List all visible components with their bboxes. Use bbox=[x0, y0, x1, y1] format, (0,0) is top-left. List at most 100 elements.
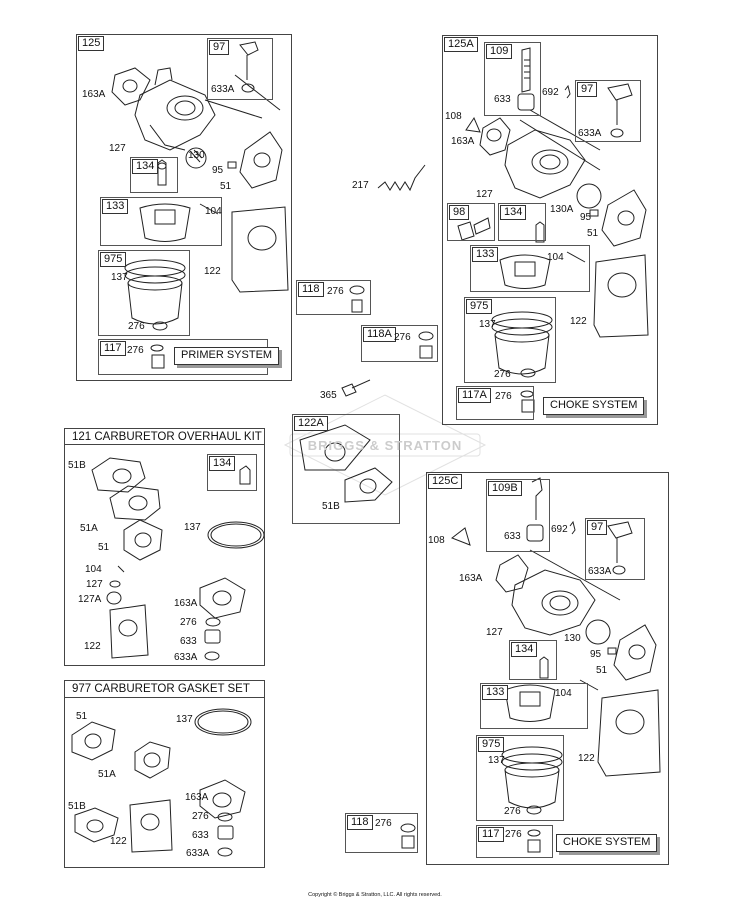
label-51a-o: 51A bbox=[80, 523, 98, 534]
label-109: 109 bbox=[486, 44, 513, 59]
label-365: 365 bbox=[320, 390, 337, 401]
subgroup-134-c bbox=[509, 640, 557, 680]
label-633-g: 633 bbox=[192, 830, 209, 841]
label-633a-a: 633A bbox=[578, 128, 602, 139]
panel-125-id: 125 bbox=[78, 36, 105, 51]
overhaul-kit-panel bbox=[64, 428, 265, 666]
label-276-a2: 276 bbox=[495, 391, 512, 402]
subgroup-118 bbox=[296, 280, 371, 315]
panel-125c-id: 125C bbox=[428, 474, 463, 489]
choke-system-note-a: CHOKE SYSTEM bbox=[543, 397, 645, 415]
gasket-51b-overhaul bbox=[91, 457, 146, 493]
label-276-m1: 276 bbox=[327, 286, 344, 297]
label-104-a: 104 bbox=[547, 252, 564, 263]
label-975-c: 975 bbox=[478, 737, 505, 752]
gasket-163a-125 bbox=[111, 67, 151, 106]
label-137: 137 bbox=[111, 272, 128, 283]
label-137-o: 137 bbox=[184, 522, 201, 533]
label-133-c: 133 bbox=[482, 685, 509, 700]
subgroup-133 bbox=[100, 197, 222, 246]
label-276-a: 276 bbox=[494, 369, 511, 380]
label-127-c: 127 bbox=[486, 627, 503, 638]
gasket-51-125a bbox=[601, 189, 647, 247]
label-51-c: 51 bbox=[596, 665, 608, 676]
label-97-a: 97 bbox=[577, 82, 598, 97]
spacer-122a bbox=[299, 424, 371, 471]
label-276-bottom: 276 bbox=[375, 818, 392, 829]
label-133-a: 133 bbox=[472, 247, 499, 262]
plate-108-125a bbox=[465, 116, 481, 133]
label-122-g: 122 bbox=[110, 836, 127, 847]
watermark-text: BRIGGS & STRATTON bbox=[307, 438, 463, 453]
plate-122-125c bbox=[597, 689, 661, 777]
label-276: 276 bbox=[128, 321, 145, 332]
label-134: 134 bbox=[132, 159, 159, 174]
label-118a: 118A bbox=[363, 327, 396, 342]
label-127a-o: 127A bbox=[78, 594, 102, 605]
subgroup-134-o bbox=[207, 454, 257, 491]
label-122: 122 bbox=[204, 266, 221, 277]
plate-108-125c bbox=[450, 527, 471, 546]
subgroup-109 bbox=[484, 42, 541, 116]
label-117: 117 bbox=[100, 341, 126, 356]
label-133: 133 bbox=[102, 199, 129, 214]
label-51-o: 51 bbox=[98, 542, 110, 553]
plate-122-125a bbox=[593, 254, 649, 338]
label-134-c: 134 bbox=[511, 642, 538, 657]
bowl-975-125a bbox=[491, 311, 553, 375]
label-633-c: 633 bbox=[504, 531, 521, 542]
label-163a-o: 163A bbox=[174, 598, 198, 609]
subgroup-975-c bbox=[476, 735, 564, 821]
label-130: 130 bbox=[188, 150, 205, 161]
label-122a: 122A bbox=[294, 416, 328, 431]
bowl-975-125c bbox=[501, 746, 563, 809]
label-633a-g: 633A bbox=[186, 848, 210, 859]
label-104-o: 104 bbox=[85, 564, 102, 575]
label-276-c2: 276 bbox=[505, 829, 522, 840]
subgroup-133-c bbox=[480, 683, 588, 729]
label-130a: 130A bbox=[550, 204, 574, 215]
label-163a-c: 163A bbox=[459, 573, 483, 584]
label-134-a: 134 bbox=[500, 205, 527, 220]
label-97-c: 97 bbox=[587, 520, 608, 535]
panel-125c bbox=[426, 472, 669, 865]
label-104: 104 bbox=[205, 206, 222, 217]
float-133-125a bbox=[499, 254, 551, 289]
label-117a: 117A bbox=[458, 388, 491, 403]
label-692: 692 bbox=[542, 87, 559, 98]
plate-122-overhaul bbox=[109, 604, 149, 659]
subgroup-134 bbox=[130, 157, 178, 193]
label-163a-a: 163A bbox=[451, 136, 475, 147]
label-51-g: 51 bbox=[76, 711, 88, 722]
primer-97-125 bbox=[239, 41, 259, 80]
screw-365 bbox=[341, 379, 371, 397]
label-51-a: 51 bbox=[587, 228, 599, 239]
float-133-125c bbox=[504, 684, 556, 722]
label-108: 108 bbox=[445, 111, 462, 122]
gasket-51-125c bbox=[613, 624, 657, 681]
label-137-g: 137 bbox=[176, 714, 193, 725]
overhaul-divider bbox=[64, 444, 265, 445]
label-975: 975 bbox=[100, 252, 127, 267]
panel-125a-id: 125A bbox=[444, 37, 478, 52]
primer-system-note: PRIMER SYSTEM bbox=[174, 347, 280, 365]
subgroup-975-a bbox=[464, 297, 556, 383]
label-137-a: 137 bbox=[479, 319, 496, 330]
subgroup-97-c bbox=[585, 518, 645, 580]
label-122-o: 122 bbox=[84, 641, 101, 652]
choke-109-125a bbox=[521, 47, 531, 93]
plate-122-125 bbox=[231, 206, 289, 293]
label-51a-g: 51A bbox=[98, 769, 116, 780]
carburetor-125a bbox=[504, 129, 586, 199]
label-109b: 109B bbox=[488, 481, 522, 496]
subgroup-109b bbox=[486, 479, 550, 552]
label-975-a: 975 bbox=[466, 299, 493, 314]
label-98: 98 bbox=[449, 205, 470, 220]
label-692-c: 692 bbox=[551, 524, 568, 535]
label-118: 118 bbox=[298, 282, 324, 297]
label-276-m2: 276 bbox=[394, 332, 411, 343]
subgroup-122a bbox=[292, 414, 400, 524]
label-51: 51 bbox=[220, 181, 232, 192]
label-137-c: 137 bbox=[488, 755, 505, 766]
